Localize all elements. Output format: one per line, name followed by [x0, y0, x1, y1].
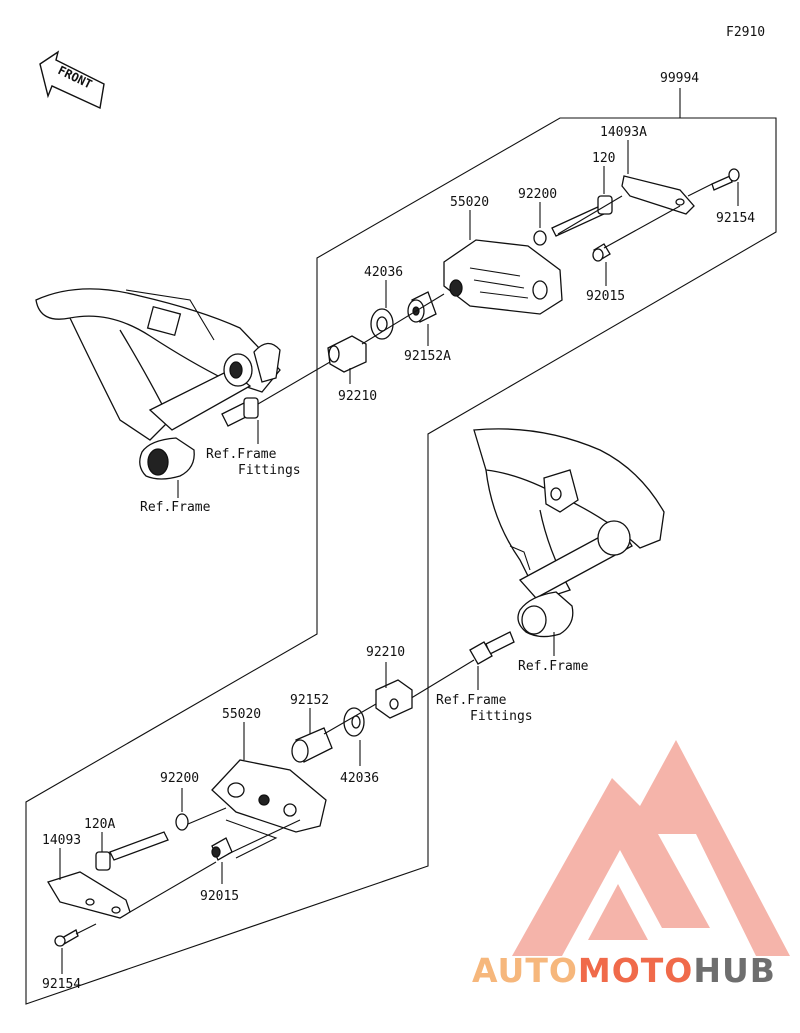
lower-bolt-120A	[95, 831, 169, 871]
lower-label-92200: 92200	[160, 771, 199, 786]
upper-spacer-92210	[327, 335, 367, 373]
lower-label-92210: 92210	[366, 645, 405, 660]
upper-label-92015: 92015	[586, 289, 625, 304]
upper-label-92210: 92210	[338, 389, 377, 404]
upper-ref-frame-fittings-2: Fittings	[238, 463, 301, 478]
lower-label-92152: 92152	[290, 693, 329, 708]
brand-part-moto: MOTO	[578, 951, 693, 990]
brand-text: AUTOMOTOHUB	[472, 951, 776, 990]
upper-screw-92154	[711, 168, 740, 191]
upper-ref-frame: Ref.Frame	[140, 500, 211, 515]
lower-label-55020: 55020	[222, 707, 261, 722]
lower-label-42036: 42036	[340, 771, 379, 786]
upper-label-55020: 55020	[450, 195, 489, 210]
lower-slider-55020	[211, 759, 327, 833]
lower-spacer-92210	[375, 679, 413, 719]
upper-label-92152A: 92152A	[404, 349, 451, 364]
upper-washer-92200	[533, 230, 547, 246]
lower-collar-92152	[291, 727, 333, 763]
upper-label-92154: 92154	[716, 211, 755, 226]
upper-collar-92015	[592, 243, 611, 262]
assembly-outline	[25, 117, 777, 1005]
upper-ref-frame-fittings-1: Ref.Frame	[206, 447, 277, 462]
lower-ref-frame: Ref.Frame	[518, 659, 589, 674]
upper-label-92200: 92200	[518, 187, 557, 202]
upper-cover-42036	[370, 308, 394, 340]
brand-logo-icon	[512, 740, 790, 956]
lower-frame-illustration	[473, 428, 665, 638]
lower-label-120A: 120A	[84, 817, 115, 832]
upper-bracket-14093A	[621, 175, 695, 215]
lower-fitting-bolt	[469, 631, 515, 665]
lower-collar-92015	[211, 837, 233, 861]
lower-bracket-14093	[47, 871, 131, 919]
brand-part-auto: AUTO	[472, 951, 578, 990]
lower-screw-92154	[54, 929, 79, 947]
upper-label-14093A: 14093A	[600, 125, 647, 140]
upper-bolt-120	[551, 195, 613, 237]
lower-washer-92200	[175, 813, 189, 831]
upper-frame-illustration	[35, 288, 281, 480]
label-99994: 99994	[660, 71, 699, 86]
upper-fitting-bolt	[221, 397, 259, 427]
lower-ref-frame-fittings-1: Ref.Frame	[436, 693, 507, 708]
lower-ref-frame-fittings-2: Fittings	[470, 709, 533, 724]
lower-label-92154: 92154	[42, 977, 81, 992]
upper-slider-55020	[443, 239, 563, 315]
lower-label-14093: 14093	[42, 833, 81, 848]
brand-part-hub: HUB	[693, 951, 776, 990]
upper-label-42036: 42036	[364, 265, 403, 280]
lower-label-92015: 92015	[200, 889, 239, 904]
figure-code: F2910	[726, 25, 765, 40]
upper-label-120: 120	[592, 151, 615, 166]
front-arrow-icon: FRONT	[39, 50, 105, 110]
